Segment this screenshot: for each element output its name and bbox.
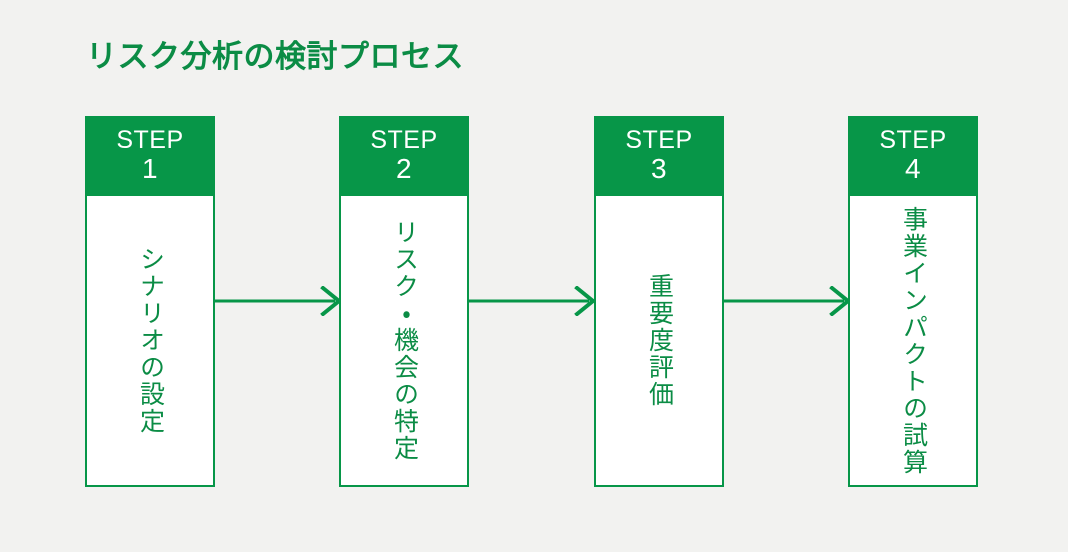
step-header-3: STEP 3 [594, 116, 724, 196]
step-number-1: 1 [141, 153, 159, 185]
step-body-3: 重要度評価 [594, 196, 724, 487]
step-body-text-2: リスク・機会の特定 [390, 219, 419, 462]
page-title: リスク分析の検討プロセス [86, 39, 464, 74]
step-label-2: STEP [370, 126, 438, 155]
step-card-2: STEP 2 リスク・機会の特定 [339, 116, 469, 487]
step-card-3: STEP 3 重要度評価 [594, 116, 724, 487]
step-body-text-3: 重要度評価 [645, 273, 674, 408]
step-body-1: シナリオの設定 [85, 196, 215, 487]
step-number-2: 2 [395, 153, 413, 185]
arrow-right-icon-1 [215, 286, 345, 316]
step-body-text-4: 事業インパクトの試算 [899, 205, 928, 476]
step-body-text-1: シナリオの設定 [136, 246, 165, 435]
step-body-2: リスク・機会の特定 [339, 196, 469, 487]
step-header-4: STEP 4 [848, 116, 978, 196]
step-body-4: 事業インパクトの試算 [848, 196, 978, 487]
step-number-4: 4 [904, 153, 922, 185]
arrow-right-icon-3 [724, 286, 854, 316]
arrow-right-icon-2 [469, 286, 599, 316]
step-header-2: STEP 2 [339, 116, 469, 196]
step-card-1: STEP 1 シナリオの設定 [85, 116, 215, 487]
step-label-4: STEP [879, 126, 947, 155]
step-label-3: STEP [625, 126, 693, 155]
step-header-1: STEP 1 [85, 116, 215, 196]
step-label-1: STEP [116, 126, 184, 155]
step-number-3: 3 [650, 153, 668, 185]
step-card-4: STEP 4 事業インパクトの試算 [848, 116, 978, 487]
